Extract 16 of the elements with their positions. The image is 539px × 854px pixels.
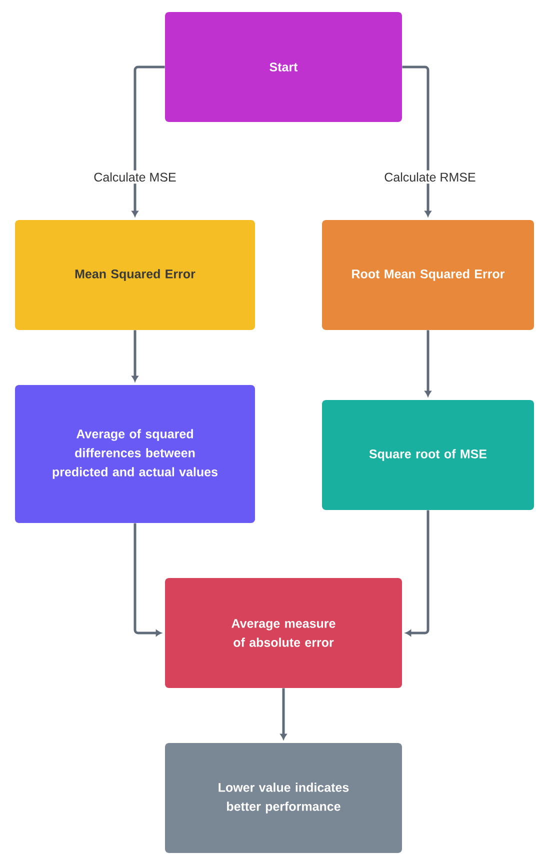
arrow — [132, 66, 165, 217]
process-box: Average measure of absolute error — [165, 578, 402, 688]
process-box: Average of squared differences between predicted and actual values — [15, 385, 255, 523]
arrow — [402, 66, 432, 217]
arrow — [280, 688, 287, 740]
arrow — [405, 510, 430, 636]
process-box: Mean Squared Error — [15, 220, 255, 330]
edge-label: Calculate MSE — [92, 170, 178, 184]
arrow — [132, 330, 138, 382]
process-box: Square root of MSE — [322, 400, 534, 510]
arrow — [134, 523, 162, 636]
process-box: Start — [165, 12, 402, 122]
edge-label: Calculate RMSE — [382, 170, 478, 184]
process-box: Root Mean Squared Error — [322, 220, 534, 330]
arrow — [424, 330, 432, 397]
process-box: Lower value indicates better performance — [165, 743, 402, 853]
